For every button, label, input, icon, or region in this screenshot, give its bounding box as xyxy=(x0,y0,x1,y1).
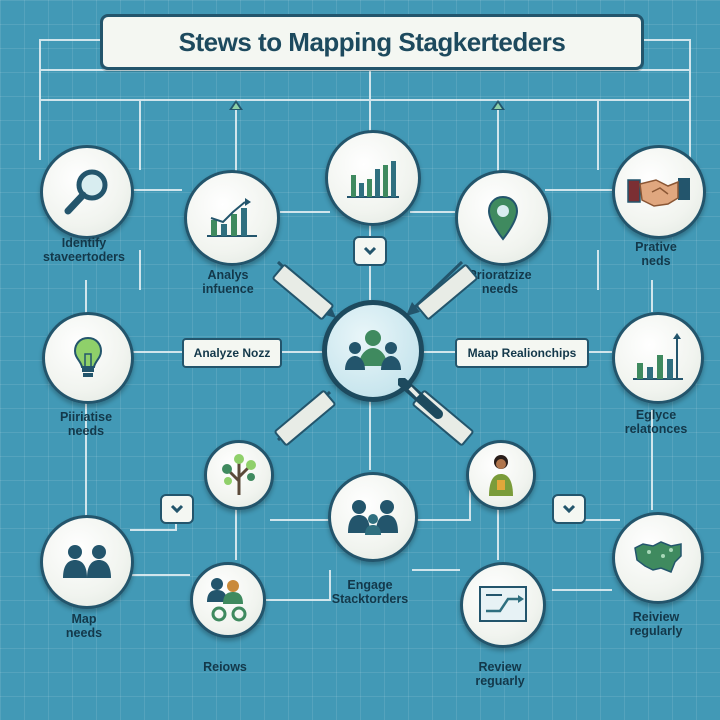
tree-node[interactable] xyxy=(204,440,274,510)
title-banner: Stews to Mapping Stagkerteders xyxy=(100,14,644,70)
review-right-label: Reiview regularly xyxy=(629,610,683,638)
identify-label: Identify staveertoders xyxy=(43,236,125,264)
group-icon xyxy=(348,500,398,535)
reiows-label: Reiows xyxy=(203,660,247,674)
engage-label: Engage Stacktorders xyxy=(331,578,409,606)
prioritise-left-node[interactable] xyxy=(42,312,134,404)
triangle-marker-icon xyxy=(229,100,243,110)
people-gears-icon xyxy=(207,578,247,622)
prioritise-left-label: Piiriatise needs xyxy=(59,410,113,438)
bar-chart-icon xyxy=(347,161,399,198)
magnifier-people-icon xyxy=(345,330,401,370)
people-icon xyxy=(63,545,111,578)
analyze-noz-pill[interactable]: Analyze Nozz xyxy=(182,338,282,368)
bar-chart-icon xyxy=(207,198,257,237)
top-chart-node[interactable] xyxy=(325,130,421,226)
lightbulb-icon xyxy=(73,336,103,377)
magnifier-icon xyxy=(64,169,108,215)
analyze-influence-label: Analys infuence xyxy=(202,268,254,296)
chevron-down-icon[interactable] xyxy=(160,494,194,524)
page-title: Stews to Mapping Stagkerteders xyxy=(178,26,566,57)
person-node[interactable] xyxy=(466,440,536,510)
prioritize-top-label: Prioratzize needs xyxy=(468,268,532,296)
reiows-node[interactable] xyxy=(190,562,266,638)
analyze-influence-node[interactable] xyxy=(184,170,280,266)
bar-chart-icon xyxy=(633,333,683,380)
review-right-node[interactable] xyxy=(612,512,704,604)
engage-node[interactable] xyxy=(328,472,418,562)
prioritize-top-node[interactable] xyxy=(455,170,551,266)
location-pin-icon xyxy=(487,195,519,241)
trend-chart-icon xyxy=(479,586,527,622)
identify-node[interactable] xyxy=(40,145,134,239)
eglyce-node[interactable] xyxy=(612,312,704,404)
eglyce-label: Eglyce relatonces xyxy=(624,408,688,436)
review-mid-node[interactable] xyxy=(460,562,546,648)
chevron-down-icon[interactable] xyxy=(552,494,586,524)
map-needs-label: Map needs xyxy=(65,612,103,640)
handshake-icon xyxy=(627,178,690,207)
review-mid-label: Review reguarly xyxy=(475,660,525,688)
prative-node[interactable] xyxy=(612,145,706,239)
map-needs-node[interactable] xyxy=(40,515,134,609)
person-icon xyxy=(489,455,513,496)
chevron-down-icon[interactable] xyxy=(353,236,387,266)
map-relationships-pill[interactable]: Maap Realionchips xyxy=(455,338,589,368)
prative-label: Prative neds xyxy=(635,240,677,268)
triangle-marker-icon xyxy=(491,100,505,110)
map-icon xyxy=(634,541,682,573)
tree-icon xyxy=(222,454,256,495)
magnifier-handle-icon xyxy=(398,378,443,419)
